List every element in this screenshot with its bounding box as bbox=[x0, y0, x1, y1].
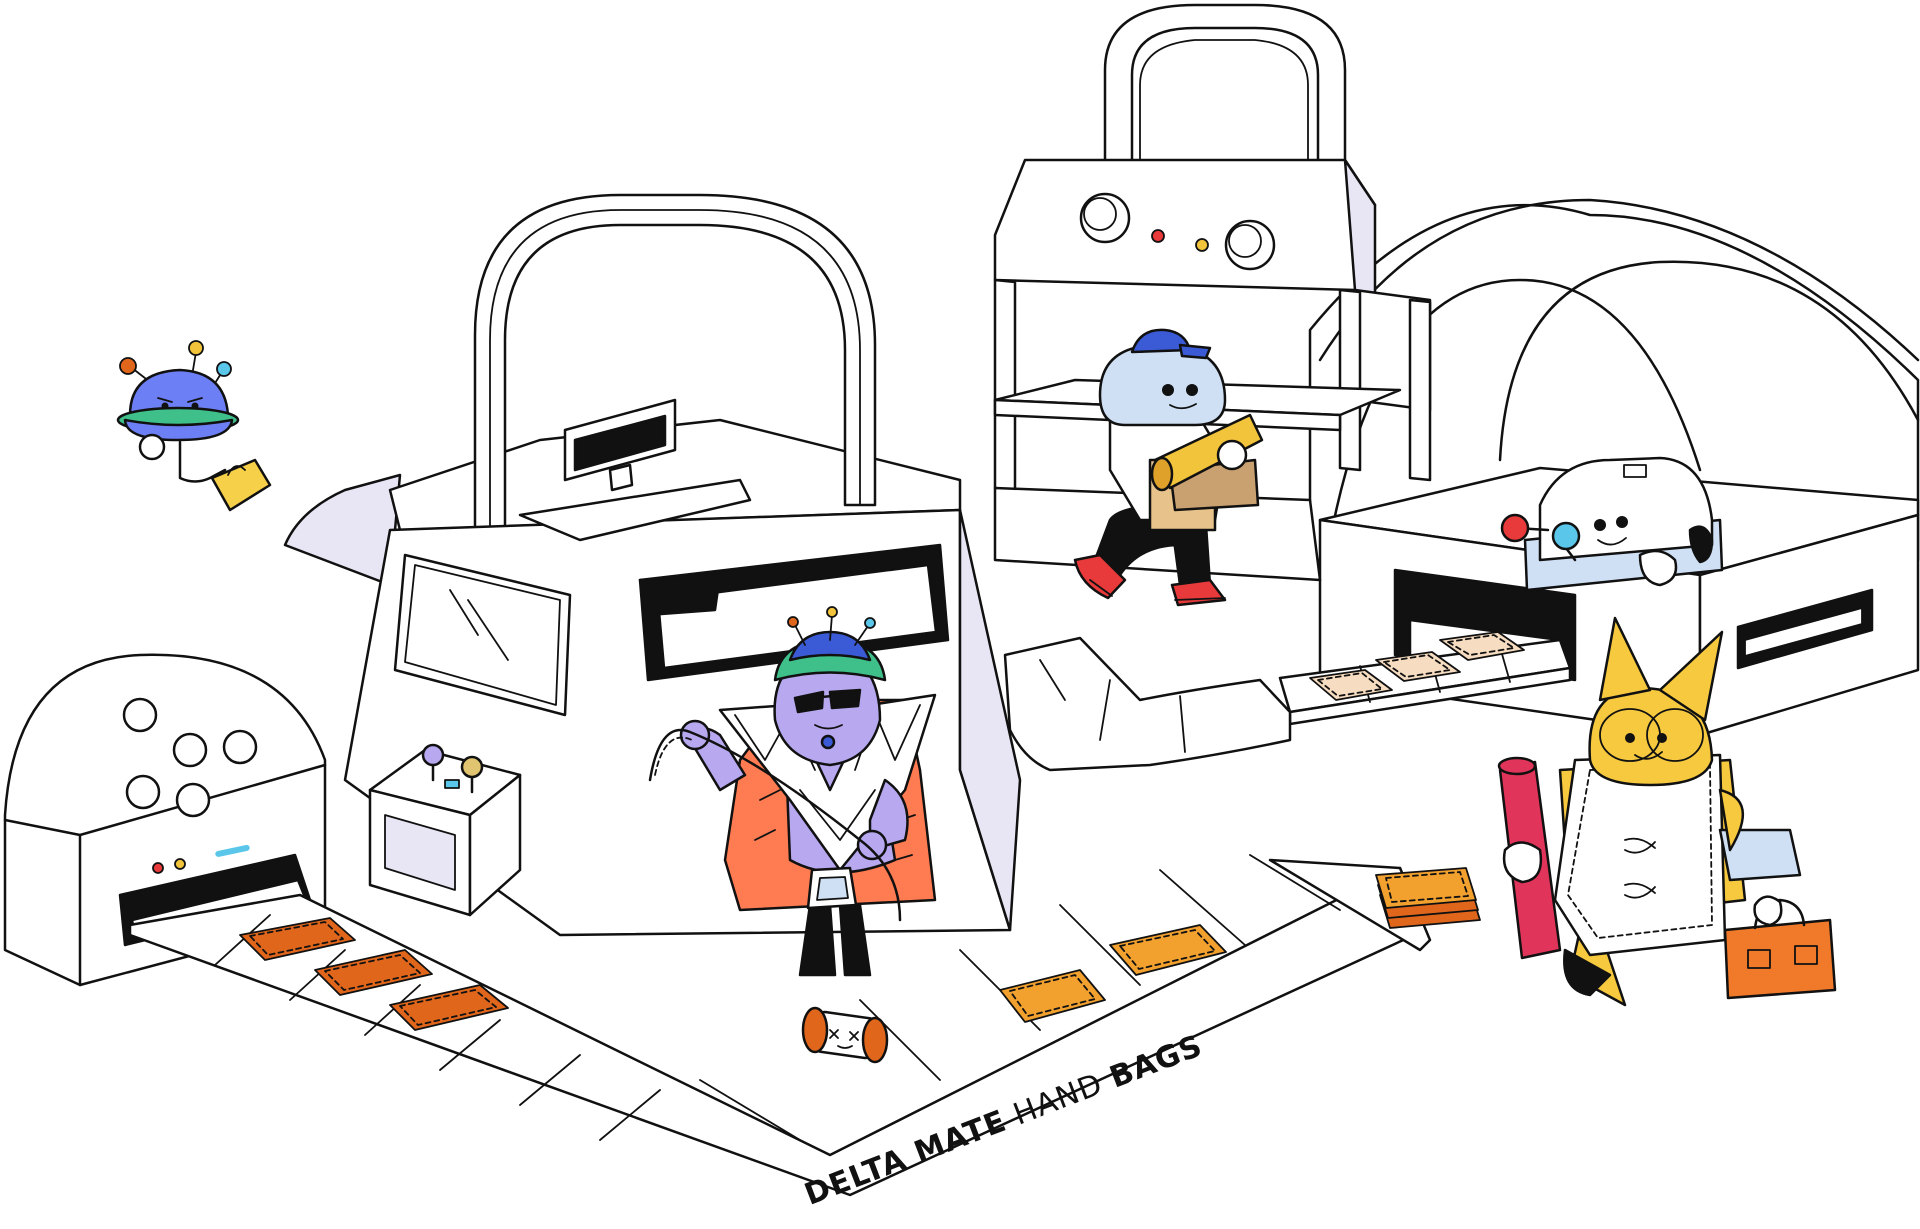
cat-character bbox=[1497, 616, 1837, 1007]
leather-piece-beige bbox=[1439, 631, 1525, 661]
leather-piece-orange bbox=[389, 984, 509, 1031]
indicator-light-red bbox=[1151, 229, 1165, 243]
indicator-light-yellow bbox=[1195, 238, 1209, 252]
tailor-character bbox=[648, 606, 937, 977]
monitor-screen bbox=[573, 414, 667, 472]
vent-hole-icon bbox=[122, 697, 158, 733]
measuring-tape-icon bbox=[648, 728, 902, 922]
leather-piece-orange bbox=[314, 949, 433, 996]
vent-hole-icon bbox=[222, 729, 258, 765]
leather-piece-orange bbox=[239, 917, 356, 961]
vent-hole-icon bbox=[175, 782, 211, 818]
arch-tunnel-right bbox=[1308, 198, 1920, 562]
orange-suitcase-icon bbox=[1723, 918, 1837, 1000]
purple-lever-icon bbox=[421, 743, 445, 767]
vent-hole-icon bbox=[172, 732, 208, 768]
conveyor-front bbox=[128, 854, 1481, 1197]
worker-character bbox=[1073, 328, 1264, 607]
indicator-light-yellow bbox=[174, 858, 186, 870]
vent-hole-icon bbox=[125, 774, 161, 810]
conveyor-back bbox=[1003, 636, 1292, 772]
red-knob-icon bbox=[1500, 513, 1530, 543]
blue-knob-icon bbox=[1551, 521, 1581, 551]
box-robot bbox=[1500, 456, 1724, 592]
leather-piece-amber bbox=[999, 969, 1106, 1023]
handbag-press-machine bbox=[993, 3, 1432, 582]
yellow-lever-icon bbox=[460, 755, 484, 779]
leather-piece-amber bbox=[1109, 924, 1227, 976]
conveyor-right bbox=[1278, 631, 1572, 726]
leather-stack bbox=[1375, 867, 1481, 929]
left-cutting-machine bbox=[3, 653, 327, 987]
flying-robot bbox=[116, 340, 272, 512]
spool-robot bbox=[801, 1006, 889, 1064]
indicator-light-red bbox=[152, 862, 164, 874]
blue-cap-icon bbox=[1130, 328, 1192, 354]
